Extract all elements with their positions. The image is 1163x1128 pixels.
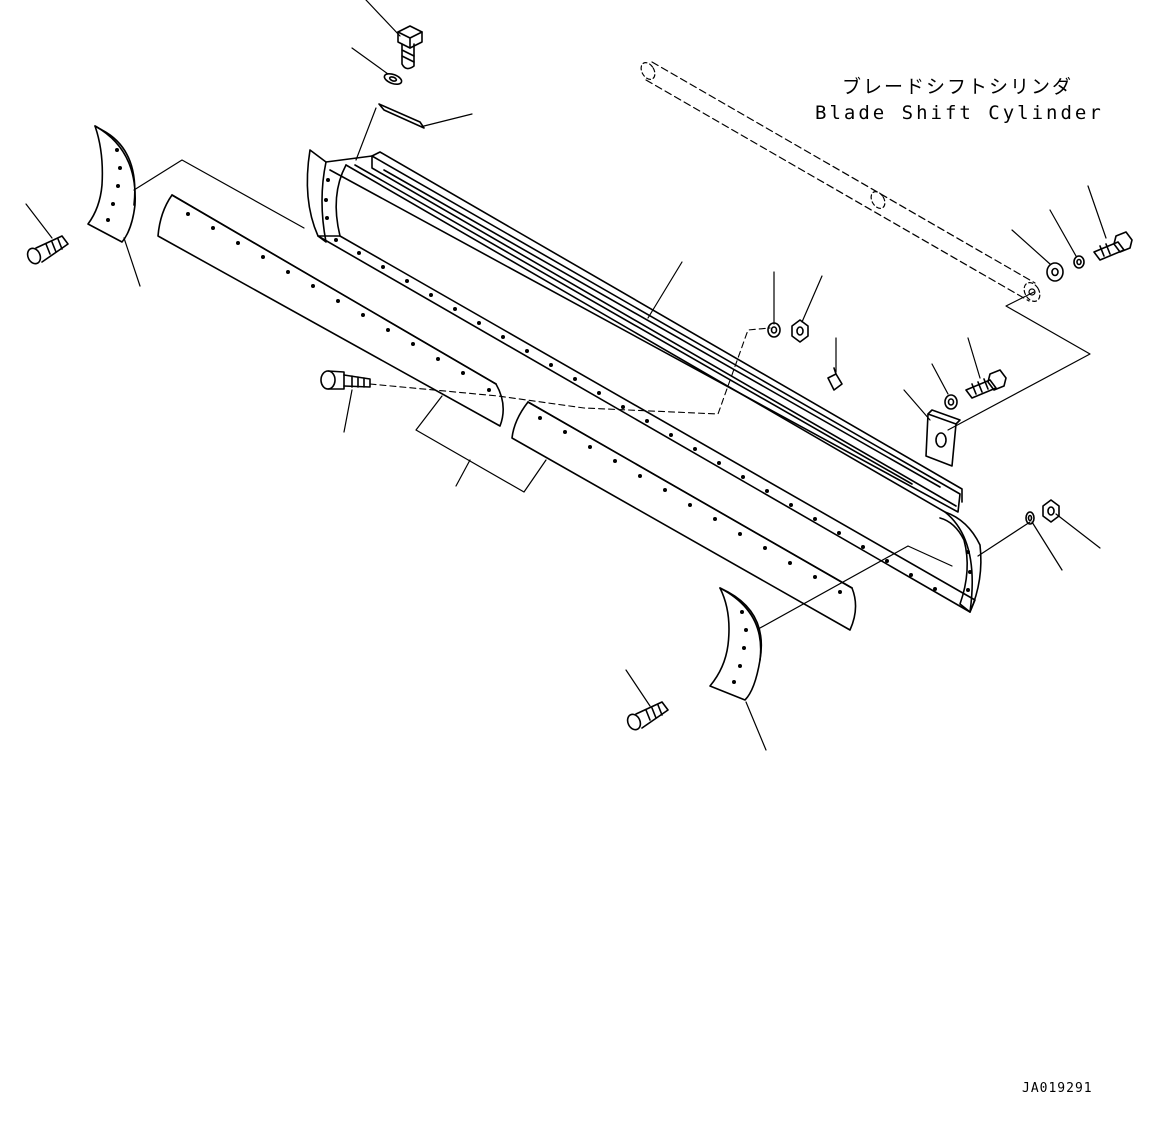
bolt-end-bit-right <box>626 701 669 731</box>
nut-right <box>1042 499 1060 523</box>
washer-right <box>1025 511 1035 525</box>
cutting-edge-right-holes <box>538 416 842 594</box>
cylinder-label-japanese: ブレードシフトシリンダ <box>842 75 1073 98</box>
washer-bracket <box>944 394 958 410</box>
cutting-edge-left-holes <box>186 212 491 392</box>
blade-shift-cylinder <box>640 61 1041 302</box>
lock-washer-cylinder <box>1073 255 1085 269</box>
blade-moldboard <box>306 149 982 613</box>
shim-plate-top <box>378 103 425 129</box>
bolt-bracket <box>965 369 1007 399</box>
cutting-edge-right <box>511 401 857 631</box>
washer-cylinder-large <box>1046 262 1064 282</box>
end-bit-left-holes <box>106 148 122 222</box>
cutting-edge-left <box>157 194 504 427</box>
plow-bolt-cutting-edge <box>320 370 371 390</box>
bolt-path-dashed <box>369 327 771 415</box>
end-bit-left <box>87 125 136 243</box>
figure-code: JA019291 <box>1022 1081 1093 1096</box>
blade-bolt-holes <box>324 178 972 592</box>
nut-center <box>791 319 809 343</box>
end-bit-right <box>709 587 763 701</box>
end-bit-right-holes <box>732 610 748 684</box>
bolt-end-bit-left <box>26 235 69 265</box>
bolt-top <box>397 25 423 70</box>
cylinder-label-english: Blade Shift Cylinder <box>815 102 1104 124</box>
washer-top <box>383 72 403 86</box>
leader-lines <box>25 0 1107 751</box>
mounting-bracket <box>925 409 961 467</box>
washer-center <box>767 322 781 338</box>
bolt-cylinder <box>1093 231 1133 261</box>
grease-fitting <box>827 367 843 391</box>
